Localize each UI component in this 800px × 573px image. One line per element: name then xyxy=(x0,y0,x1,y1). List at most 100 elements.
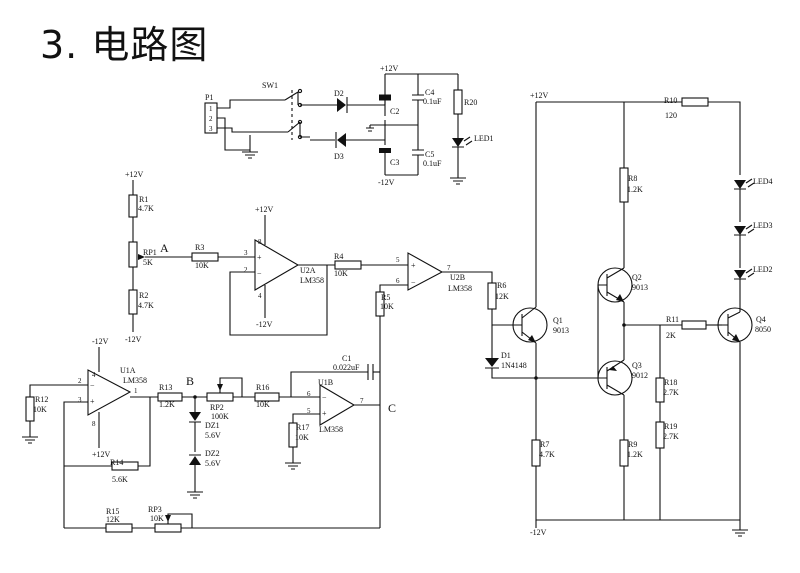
potentiometer-rp2 xyxy=(206,392,234,402)
u1a-pos12-label: +12V xyxy=(92,450,111,459)
r10-label: R10 xyxy=(664,96,677,105)
u2a-pos12-label: +12V xyxy=(255,205,274,214)
dz2-value: 5.6V xyxy=(205,459,221,468)
potentiometer-rp1 xyxy=(128,241,138,268)
q3-value: 9012 xyxy=(632,371,648,380)
r12-value: 10K xyxy=(33,405,47,414)
r5-label: R5 xyxy=(381,293,390,302)
u2b-name: U2B xyxy=(450,273,465,282)
q1-value: 9013 xyxy=(553,326,569,335)
u1b-minus: − xyxy=(322,393,327,402)
d1-label: D1 xyxy=(501,351,511,360)
r11-label: R11 xyxy=(666,315,679,324)
power-section: P1 1 2 3 SW1 D2 D3 +12V C2 xyxy=(204,64,494,187)
c1-value: 0.022uF xyxy=(333,363,360,372)
u1a-part: LM358 xyxy=(123,376,147,385)
diode-d3-symbol xyxy=(337,133,346,147)
u2a-pin8: 8 xyxy=(258,238,262,246)
q2-value: 9013 xyxy=(632,283,648,292)
r6-value: 12K xyxy=(495,292,509,301)
potentiometer-rp3 xyxy=(154,523,182,533)
u2a-minus: − xyxy=(257,269,262,278)
r16-label: R16 xyxy=(256,383,269,392)
q4-label: Q4 xyxy=(756,315,766,324)
r13-value: 1.2K xyxy=(159,400,175,409)
dz2-label: DZ2 xyxy=(205,449,220,458)
r14-value: 5.6K xyxy=(112,475,128,484)
rp1-label: RP1 xyxy=(143,248,157,257)
r8-label: R8 xyxy=(628,174,637,183)
resistor-r4 xyxy=(334,260,362,270)
u1a-plus: + xyxy=(90,397,95,406)
led1-symbol xyxy=(452,138,464,147)
zener-dz2-symbol xyxy=(189,456,201,465)
u2a-pin2: 2 xyxy=(244,266,248,274)
d2-label: D2 xyxy=(334,89,344,98)
input-pos12-label: +12V xyxy=(125,170,144,179)
u1b-pin5: 5 xyxy=(307,407,311,415)
r2-label: R2 xyxy=(139,291,148,300)
r19-value: 2.7K xyxy=(663,432,679,441)
r2-value: 4.7K xyxy=(138,301,154,310)
u2a-pin4: 4 xyxy=(258,292,262,300)
c5-label: C5 xyxy=(425,150,434,159)
u2a-part: LM358 xyxy=(300,276,324,285)
r7-label: R7 xyxy=(540,440,549,449)
page-title: 3. 电路图 xyxy=(40,23,209,67)
r8-value: 1.2K xyxy=(627,185,643,194)
r12-label: R12 xyxy=(35,395,48,404)
opamp-u2b: + − 5 6 7 U2B LM358 R5 10K R6 12K xyxy=(375,252,513,528)
u2b-plus: + xyxy=(411,261,416,270)
u2b-pin5: 5 xyxy=(396,256,400,264)
led1-label: LED1 xyxy=(474,134,494,143)
resistor-r10 xyxy=(681,97,709,107)
p1-pin1: 1 xyxy=(209,105,213,113)
r17-label: R17 xyxy=(296,423,309,432)
u1b-part: LM358 xyxy=(319,425,343,434)
resistor-r11 xyxy=(681,320,707,330)
u1a-pin1: 1 xyxy=(134,387,138,395)
led3-symbol xyxy=(734,226,746,235)
c3-label: C3 xyxy=(390,158,399,167)
r18-label: R18 xyxy=(664,378,677,387)
r9-value: 1.2K xyxy=(627,450,643,459)
u1a-pin8: 8 xyxy=(92,420,96,428)
r14-label: R14 xyxy=(110,458,123,467)
u1a-neg12-label: -12V xyxy=(92,337,109,346)
q1-label: Q1 xyxy=(553,316,563,325)
r16-value: 10K xyxy=(256,400,270,409)
r1-label: R1 xyxy=(139,195,148,204)
dz1-label: DZ1 xyxy=(205,421,220,430)
c5-value: 0.1uF xyxy=(423,159,442,168)
led2-label: LED2 xyxy=(753,265,773,274)
r10-value: 120 xyxy=(665,111,677,120)
resistor-r1 xyxy=(128,194,138,218)
rp2-value: 100K xyxy=(211,412,229,421)
r4-label: R4 xyxy=(334,252,343,261)
r15-label: R15 xyxy=(106,507,119,516)
diode-d2-symbol xyxy=(337,98,346,112)
u1a-minus: − xyxy=(90,381,95,390)
u2a-neg12-label: -12V xyxy=(256,320,273,329)
c4-value: 0.1uF xyxy=(423,97,442,106)
r1-value: 4.7K xyxy=(138,204,154,213)
p1-label: P1 xyxy=(205,93,213,102)
r3-label: R3 xyxy=(195,243,204,252)
u1b-plus: + xyxy=(322,409,327,418)
q3-label: Q3 xyxy=(632,361,642,370)
p1-pin3: 3 xyxy=(209,125,213,133)
u1a-name: U1A xyxy=(120,366,136,375)
u2a-plus: + xyxy=(257,253,262,262)
u1a-pin4: 4 xyxy=(92,371,96,379)
u2a-pin3: 3 xyxy=(244,249,248,257)
u2b-pin6: 6 xyxy=(396,277,400,285)
r15-value: 12K xyxy=(106,515,120,524)
zener-dz1-symbol xyxy=(189,412,201,421)
resistor-r2 xyxy=(128,289,138,315)
r7-value: 4.7K xyxy=(539,450,555,459)
rp3-label: RP3 xyxy=(148,505,162,514)
node-b-label: B xyxy=(186,374,194,388)
output-stage: +12V R10 120 LED4 LED3 LED2 Q1 9013 D1 1… xyxy=(485,91,773,537)
led4-label: LED4 xyxy=(753,177,773,186)
